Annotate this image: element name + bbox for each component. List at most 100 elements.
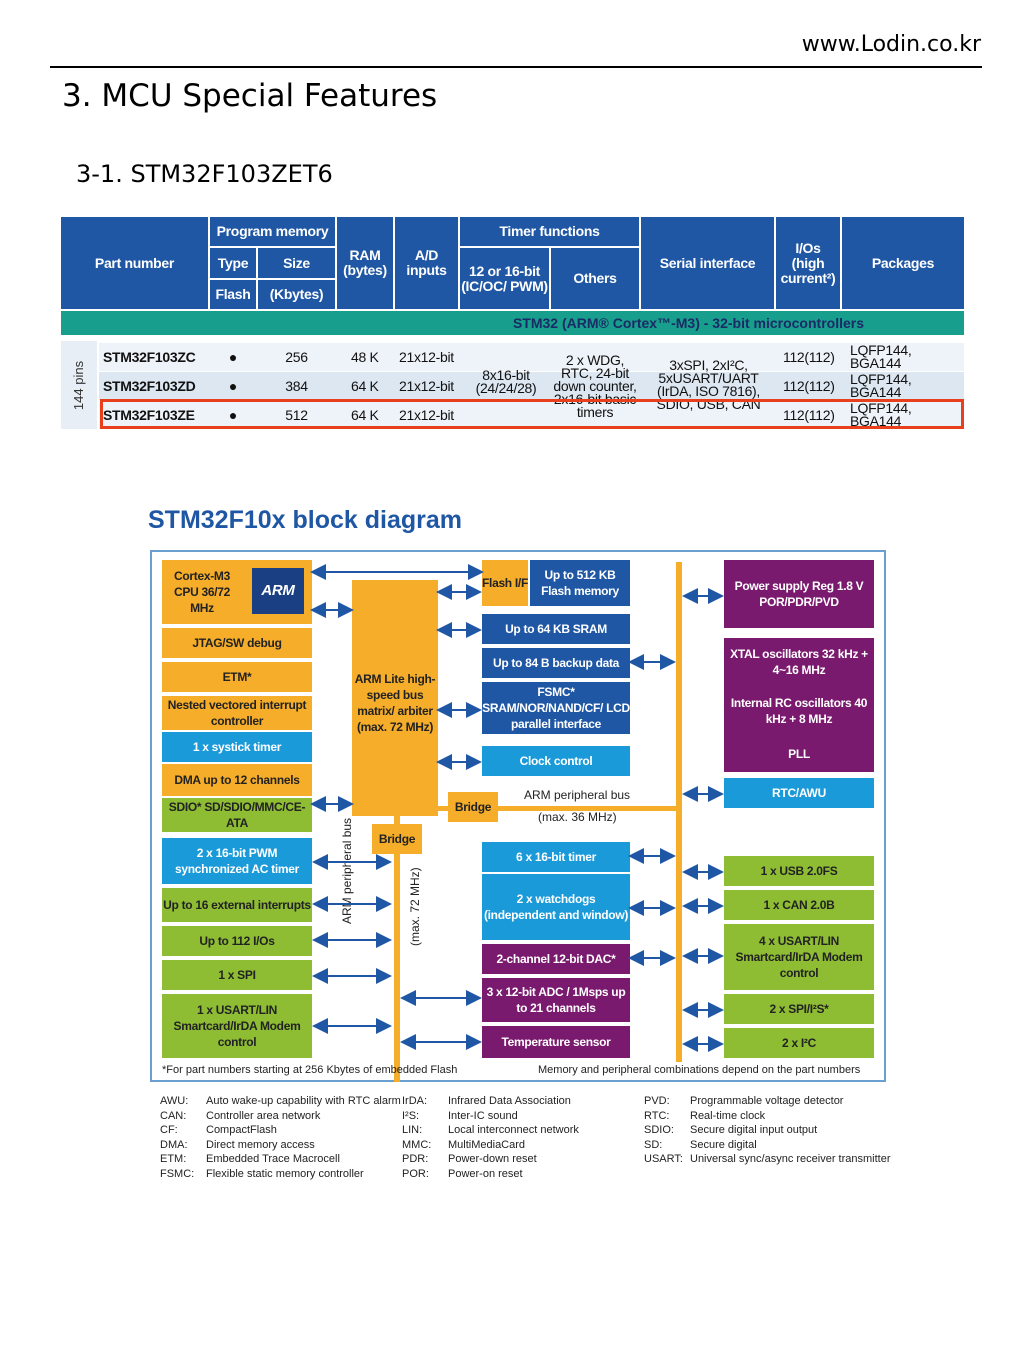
cpu-label: Cortex-M3 CPU 36/72 MHz: [174, 569, 230, 615]
pins-label-text: 144 pins: [71, 360, 87, 410]
abbreviation-legend: AWU:Auto wake-up capability with RTC ala…: [160, 1094, 900, 1184]
legend-item: I²S:Inter-IC sound: [402, 1109, 518, 1122]
part-number-cell: STM32F103ZC: [103, 348, 196, 365]
pins-label: 144 pins: [61, 341, 97, 429]
header-others: Others: [551, 248, 639, 309]
bridge-block-2: Bridge: [372, 824, 422, 854]
block-diagram: ARM Lite high-speed bus matrix/ arbiter …: [150, 550, 886, 1082]
header-part-number: Part number: [61, 217, 208, 309]
product-table: Part number Program memory Type Size Fla…: [61, 217, 964, 431]
pll-block: PLL: [724, 736, 874, 772]
packages-cell: LQFP144, BGA144: [850, 371, 912, 400]
apb2-bus-line: [676, 562, 682, 1062]
rc-osc-block: Internal RC oscillators 40 kHz + 8 MHz: [724, 686, 874, 736]
legend-item: USART:Universal sync/async receiver tran…: [644, 1153, 891, 1165]
size-cell: 256: [285, 348, 308, 365]
legend-col-1: AWU:Auto wake-up capability with RTC ala…: [160, 1094, 401, 1181]
header-kbytes: (Kbytes): [258, 280, 335, 309]
type-cell: ●: [228, 406, 238, 423]
header-packages: Packages: [842, 217, 964, 309]
rtc-block: RTC/AWU: [724, 778, 874, 808]
ios-cell: 112(112): [783, 377, 835, 394]
arm-logo: ARM: [252, 568, 304, 614]
family-band: STM32 (ARM® Cortex™-M3) - 32-bit microco…: [61, 311, 964, 335]
clock-control-block: Clock control: [482, 746, 630, 776]
fsmc-block: FSMC* SRAM/NOR/NAND/CF/ LCD parallel int…: [482, 682, 630, 734]
table-row: [99, 343, 964, 371]
legend-item: SDIO:Secure digital input output: [644, 1124, 818, 1136]
legend-item: MMC:MultiMediaCard: [402, 1138, 526, 1151]
legend-item: FSMC:Flexible static memory controller: [160, 1167, 364, 1180]
table-row: [99, 401, 964, 429]
header-flash: Flash: [210, 280, 256, 309]
header-ios: I/Os (high current²): [776, 217, 840, 309]
footnote-left: *For part numbers starting at 256 Kbytes…: [162, 1064, 458, 1076]
legend-item: PDR:Power-down reset: [402, 1153, 537, 1165]
etm-block: ETM*: [162, 662, 312, 692]
packages-cell: LQFP144, BGA144: [850, 400, 912, 429]
legend-col-2: IrDA:Infrared Data Association I²S:Inter…: [402, 1094, 579, 1181]
ram-cell: 64 K: [351, 377, 379, 394]
ios-cell: 112(112): [783, 348, 835, 365]
legend-item: POR:Power-on reset: [402, 1167, 523, 1180]
arm-logo-text: ARM: [261, 582, 295, 599]
usb-block: 1 x USB 2.0FS: [724, 856, 874, 886]
page-title: 3. MCU Special Features: [62, 78, 438, 114]
timers-shared-cell: 8x16-bit (24/24/28): [475, 367, 537, 396]
others-shared-cell: 2 x WDG, RTC, 24-bit down counter, 2x16-…: [553, 351, 637, 420]
header-divider: [50, 66, 982, 68]
temp-sensor-block: Temperature sensor: [482, 1026, 630, 1058]
watchdog-block: 2 x watchdogs (independent and window): [482, 874, 630, 940]
bus-matrix-block: ARM Lite high-speed bus matrix/ arbiter …: [352, 648, 438, 758]
size-cell: 384: [285, 377, 308, 394]
jtag-block: JTAG/SW debug: [162, 628, 312, 658]
type-cell: ●: [228, 348, 238, 365]
backup-block: Up to 84 B backup data: [482, 648, 630, 678]
adc-block: 3 x 12-bit ADC / 1Msps up to 21 channels: [482, 978, 630, 1022]
apb-bus-speed: (max. 36 MHz): [538, 810, 617, 824]
legend-item: CAN:Controller area network: [160, 1109, 321, 1122]
ios-block: Up to 112 I/Os: [162, 926, 312, 956]
legend-item: ETM:Embedded Trace Macrocell: [160, 1153, 340, 1165]
ios-cell: 112(112): [783, 406, 835, 423]
legend-item: PVD:Programmable voltage detector: [644, 1095, 844, 1107]
xtal-block: XTAL oscillators 32 kHz + 4~16 MHz: [724, 638, 874, 686]
header-serial-interface: Serial interface: [641, 217, 774, 309]
type-cell: ●: [228, 377, 238, 394]
part-number-cell: STM32F103ZE: [103, 406, 195, 423]
legend-item: RTC:Real-time clock: [644, 1109, 766, 1122]
legend-item: CF:CompactFlash: [160, 1124, 277, 1136]
dac-block: 2-channel 12-bit DAC*: [482, 944, 630, 974]
header-program-memory: Program memory: [210, 217, 335, 246]
ad-cell: 21x12-bit: [399, 377, 454, 394]
can-block: 1 x CAN 2.0B: [724, 890, 874, 920]
ad-cell: 21x12-bit: [399, 348, 454, 365]
highlight-box: [100, 399, 964, 429]
apb1-bus-line: [394, 812, 400, 1082]
section-title: 3-1. STM32F103ZET6: [76, 160, 333, 188]
pwm-timer-block: 2 x 16-bit PWM synchronized AC timer: [162, 838, 312, 884]
nvic-block: Nested vectored interrupt controller: [162, 696, 312, 730]
dma-block: DMA up to 12 channels: [162, 764, 312, 796]
i2c-block: 2 x I²C: [724, 1028, 874, 1058]
flash-memory-block: Up to 512 KB Flash memory: [530, 560, 630, 606]
power-supply-block: Power supply Reg 1.8 V POR/PDR/PVD: [724, 560, 874, 628]
arrows: [310, 564, 724, 1052]
bridge-bus-line: [438, 806, 678, 811]
flash-if-block: Flash I/F: [482, 560, 528, 606]
header-ad-inputs: A/D inputs: [395, 217, 458, 309]
diagram-title: STM32F10x block diagram: [148, 506, 463, 534]
spi-i2s-block: 2 x SPI/I²S*: [724, 994, 874, 1024]
timer-block: 6 x 16-bit timer: [482, 842, 630, 872]
spi-block: 1 x SPI: [162, 960, 312, 990]
bridge-block: Bridge: [448, 792, 498, 822]
header-timer-16bit: 12 or 16-bit (IC/OC/ PWM): [460, 248, 549, 309]
header-size: Size: [258, 248, 335, 278]
legend-item: SD:Secure digital: [644, 1138, 757, 1151]
site-url[interactable]: www.Lodin.co.kr: [801, 32, 981, 57]
legend-item: AWU:Auto wake-up capability with RTC ala…: [160, 1095, 401, 1107]
systick-block: 1 x systick timer: [162, 732, 312, 762]
sdio-block: SDIO* SD/SDIO/MMC/CE-ATA: [162, 798, 312, 832]
ext-int-block: Up to 16 external interrupts: [162, 888, 312, 922]
usart-block: 1 x USART/LIN Smartcard/IrDA Modem contr…: [162, 994, 312, 1058]
